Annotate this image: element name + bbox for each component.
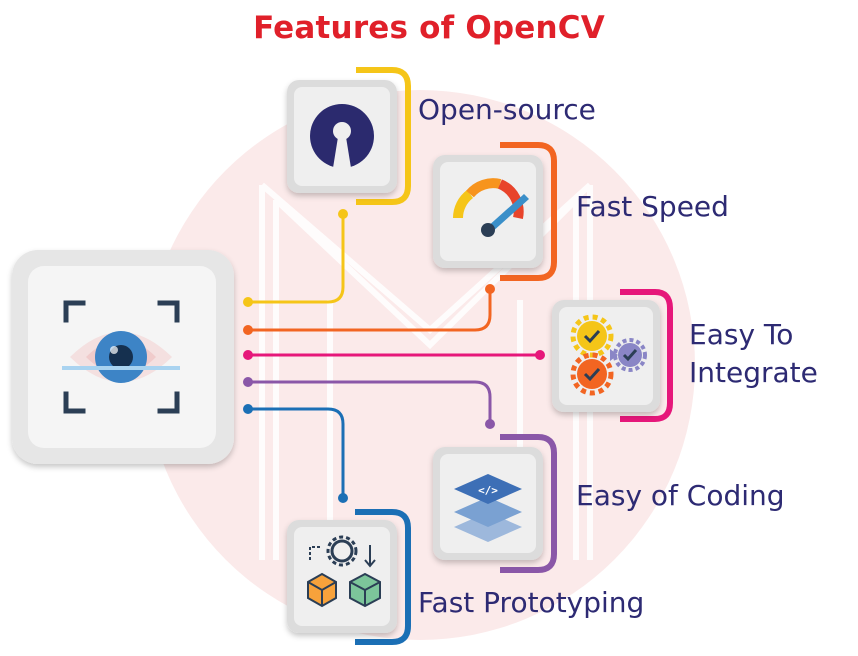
code-layers-icon: </> (454, 474, 522, 542)
easy-integrate-card (552, 289, 673, 422)
eye-scan-icon (62, 300, 180, 414)
connector-easy-coding (248, 380, 492, 424)
open-source-icon (310, 104, 374, 168)
gears-integrate-icon (570, 314, 647, 396)
page-title: Features of OpenCV (253, 10, 605, 46)
speedometer-icon (453, 178, 529, 237)
feature-label-easy-coding: Easy of Coding (576, 479, 785, 512)
feature-label-fast-prototyping: Fast Prototyping (418, 586, 645, 619)
fast-speed-card (433, 142, 557, 281)
connector-fast-prototyping (248, 407, 345, 498)
feature-label-easy-integrate-line1: Easy To (689, 318, 794, 351)
feature-label-fast-speed: Fast Speed (576, 190, 729, 223)
fast-prototyping-card (287, 509, 411, 645)
connector-open-source (248, 214, 345, 304)
feature-label-easy-integrate-line2: Integrate (689, 356, 818, 389)
connector-fast-speed (248, 289, 492, 332)
svg-text:</>: </> (478, 484, 498, 497)
connector-dots (243, 209, 545, 503)
easy-coding-card: </> (433, 434, 557, 573)
central-eye-card (12, 250, 234, 464)
feature-label-open-source: Open-source (418, 93, 596, 126)
prototyping-icon (307, 535, 381, 608)
connector-lines (248, 214, 540, 498)
open-source-card (287, 67, 411, 205)
